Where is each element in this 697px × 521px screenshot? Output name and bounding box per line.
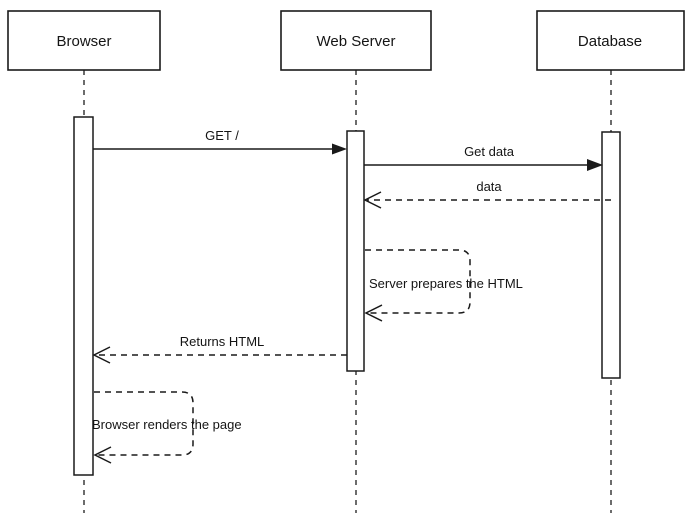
message-label-get-data: Get data: [464, 144, 515, 159]
participant-label-database: Database: [578, 33, 642, 50]
activation-bar-browser[interactable]: [73, 116, 94, 476]
message-get-data[interactable]: Get data: [364, 144, 603, 171]
self-message-browser-renders[interactable]: Browser renders the page: [92, 391, 242, 464]
participant-database[interactable]: Database: [536, 10, 685, 71]
message-label-get-root: GET /: [205, 128, 239, 143]
arrowhead-browser-renders: [93, 446, 112, 464]
participant-box-database[interactable]: [536, 10, 685, 71]
arrowhead-server-prepares: [364, 304, 383, 322]
message-label-data: data: [476, 179, 502, 194]
participant-label-browser: Browser: [56, 33, 111, 50]
self-message-label-server-prepares: Server prepares the HTML: [369, 276, 523, 291]
self-message-path-server-prepares: [365, 249, 471, 314]
participant-label-web-server: Web Server: [317, 33, 396, 50]
activation-bar-database[interactable]: [601, 131, 621, 379]
participant-box-web-server[interactable]: [280, 10, 432, 71]
message-label-returns-html: Returns HTML: [180, 334, 265, 349]
message-get-root[interactable]: GET /: [93, 128, 347, 155]
self-message-label-browser-renders: Browser renders the page: [92, 417, 242, 432]
self-message-path-browser-renders: [94, 391, 194, 456]
arrowhead-get-root: [332, 143, 347, 155]
participant-web-server[interactable]: Web Server: [280, 10, 432, 71]
activation-bars-group: [73, 116, 621, 476]
participant-box-browser[interactable]: [7, 10, 161, 71]
message-returns-html[interactable]: Returns HTML: [92, 334, 347, 364]
participant-browser[interactable]: Browser: [7, 10, 161, 71]
arrowhead-get-data: [587, 159, 603, 171]
arrowhead-data: [363, 191, 382, 209]
arrowhead-returns-html: [92, 346, 111, 364]
activation-bar-web-server[interactable]: [346, 130, 365, 372]
message-data[interactable]: data: [363, 179, 611, 209]
self-message-server-prepares[interactable]: Server prepares the HTML: [364, 249, 523, 322]
